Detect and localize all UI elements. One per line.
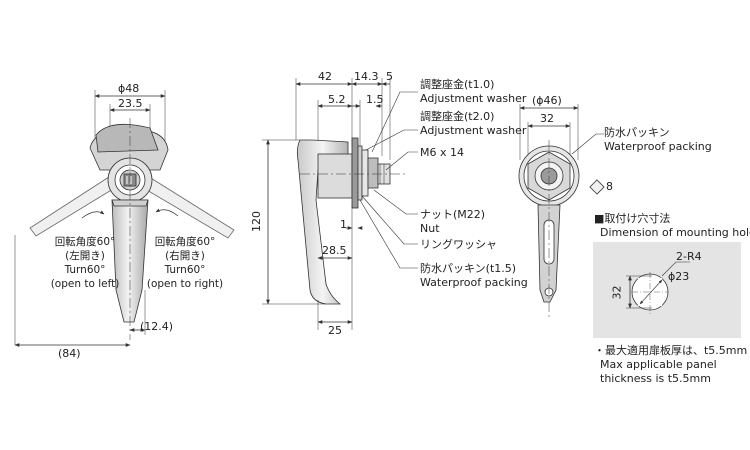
washer1-label-jp: 調整座金(t1.0): [420, 78, 495, 91]
nut-label-en: Nut: [420, 222, 440, 235]
dim-5-2: 5.2: [328, 93, 346, 106]
packing-label-en: Waterproof packing: [420, 276, 528, 289]
mounting-hole-title-en: Dimension of mounting hole: [600, 226, 750, 239]
left-turn-label-jp2: (左開き): [65, 250, 105, 262]
dim-23-5: 23.5: [118, 97, 143, 110]
dim-32-hole-text: 32: [610, 285, 624, 300]
left-turn-label-jp1: 回転角度60°: [54, 236, 116, 248]
right-turn-label-jp2: (右開き): [165, 250, 205, 262]
right-turn-label-jp1: 回転角度60°: [154, 236, 216, 248]
left-turn-label-en2: (open to left): [50, 278, 120, 290]
dim-5: 5: [386, 70, 393, 83]
packing-label-jp: 防水パッキン(t1.5): [420, 262, 517, 275]
washer2-label-en: Adjustment washer: [420, 124, 527, 137]
radius-r4-label: 2-R4: [676, 250, 702, 263]
dim-12-4: (12.4): [140, 320, 174, 333]
dim-1: 1: [340, 218, 347, 231]
dim-phi48: ϕ48: [118, 82, 140, 95]
side-view: [262, 78, 418, 330]
front-view: [14, 90, 235, 347]
dim-28-5: 28.5: [322, 244, 347, 257]
washer1-label-en: Adjustment washer: [420, 92, 527, 105]
note-en1: Max applicable panel: [600, 358, 717, 371]
dim-14-3: 14.3: [354, 70, 379, 83]
right-turn-label-en1: Turn60°: [164, 264, 206, 276]
dim-25: 25: [328, 324, 342, 337]
ring-washer-label: リングワッシャ: [420, 238, 497, 251]
dim-42: 42: [318, 70, 332, 83]
rear-packing-label-jp: 防水パッキン: [604, 126, 670, 139]
dim-1-5: 1.5: [366, 93, 384, 106]
nut-label-jp: ナット(M22): [420, 208, 486, 221]
washer2-label-jp: 調整座金(t2.0): [420, 110, 495, 123]
rear-view: [518, 104, 605, 320]
thread-label: M6 x 14: [420, 146, 464, 159]
dim-120: 120: [246, 211, 267, 232]
dim-phi46: (ϕ46): [532, 94, 562, 107]
phi23-label: ϕ23: [668, 270, 690, 283]
dim-8: 8: [606, 180, 613, 193]
dim-32-rear: 32: [540, 112, 554, 125]
right-turn-label-en2: (open to right): [146, 278, 224, 290]
dim-84: (84): [58, 347, 81, 360]
dim-32-hole: 32: [610, 285, 624, 300]
note-jp: ・最大適用扉板厚は、t5.5mm: [594, 344, 748, 357]
dim-120-text: 120: [250, 211, 263, 232]
mounting-hole-detail: [593, 242, 741, 338]
rear-packing-label-en: Waterproof packing: [604, 140, 712, 153]
note-en2: thickness is t5.5mm: [600, 372, 711, 385]
mounting-hole-title-jp: ■取付け穴寸法: [594, 212, 671, 225]
left-turn-label-en1: Turn60°: [64, 264, 106, 276]
